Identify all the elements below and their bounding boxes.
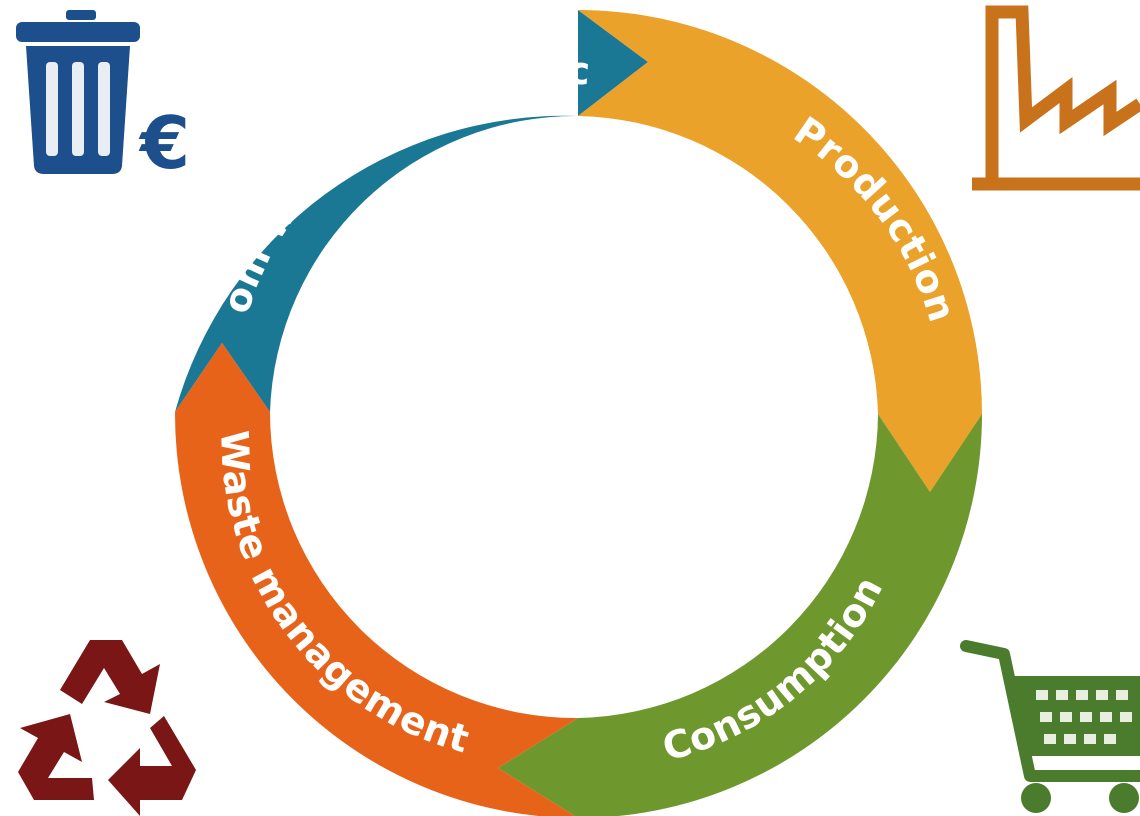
ring-segment-production <box>578 10 982 492</box>
ring-segment-from-waste <box>175 10 648 412</box>
shopping-cart-icon <box>960 640 1140 813</box>
ring-segment-waste-management <box>174 343 578 816</box>
ring-segment-consumption <box>498 414 982 816</box>
recycle-icon <box>18 640 196 816</box>
euro-sign: € <box>138 101 190 185</box>
trash-bin-icon: € <box>16 10 190 185</box>
factory-icon <box>972 5 1140 191</box>
